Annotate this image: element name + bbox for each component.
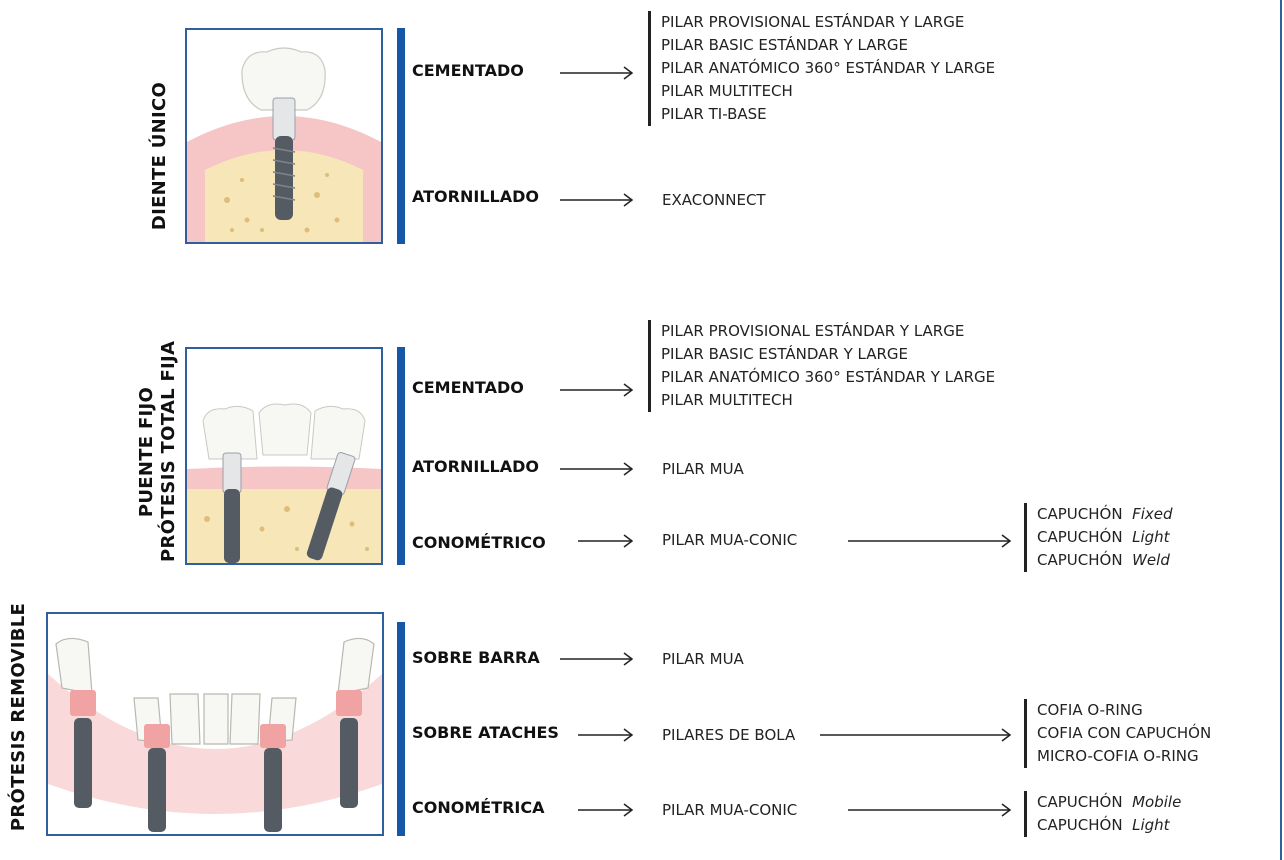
list-item: PILAR PROVISIONAL ESTÁNDAR Y LARGE: [661, 13, 965, 31]
list-item: COFIA CON CAPUCHÓN: [1037, 724, 1212, 742]
section-title-protesis-removible: PRÓTESIS REMOVIBLE: [8, 602, 29, 832]
category-cementado: CEMENTADO: [412, 61, 524, 80]
arrow-right-icon: [560, 462, 634, 476]
section-title-puente-fijo: PUENTE FIJO PRÓTESIS TOTAL FIJA: [136, 340, 180, 562]
item-exaconnect: EXACONNECT: [662, 191, 766, 209]
attachment-list: COFIA O-RING COFIA CON CAPUCHÓN MICRO-CO…: [1024, 699, 1211, 768]
abutment-list: PILAR PROVISIONAL ESTÁNDAR Y LARGE PILAR…: [648, 320, 995, 412]
section-title-line: PRÓTESIS TOTAL FIJA: [158, 340, 179, 562]
removable-prosthesis-illustration: [48, 637, 382, 832]
list-item: CAPUCHÓN Light: [1037, 816, 1170, 834]
page-border-right: [1280, 0, 1282, 860]
list-item: PILAR MULTITECH: [661, 82, 793, 100]
illustration-removable-prosthesis: [46, 612, 384, 836]
cap-list: CAPUCHÓN Fixed CAPUCHÓN Light CAPUCHÓN W…: [1024, 503, 1173, 572]
list-item: CAPUCHÓN Fixed: [1037, 505, 1173, 523]
arrow-right-icon: [820, 728, 1012, 742]
list-item: PILAR ANATÓMICO 360° ESTÁNDAR Y LARGE: [661, 59, 996, 77]
item-pilar-mua-conic: PILAR MUA-CONIC: [662, 531, 798, 549]
list-item: PILAR TI-BASE: [661, 105, 767, 123]
fixed-bridge-illustration: [187, 403, 381, 563]
category-sobre-ataches: SOBRE ATACHES: [412, 723, 559, 742]
list-item: PILAR ANATÓMICO 360° ESTÁNDAR Y LARGE: [661, 368, 996, 386]
list-item: CAPUCHÓN Mobile: [1037, 793, 1182, 811]
item-pilar-mua-conic: PILAR MUA-CONIC: [662, 801, 798, 819]
arrow-right-icon: [560, 383, 634, 397]
illustration-single-tooth: [185, 28, 383, 244]
section-3-divider: [397, 622, 405, 836]
arrow-right-icon: [578, 534, 634, 548]
list-item: COFIA O-RING: [1037, 701, 1143, 719]
list-item: PILAR BASIC ESTÁNDAR Y LARGE: [661, 345, 908, 363]
category-atornillado: ATORNILLADO: [412, 187, 539, 206]
category-atornillado: ATORNILLADO: [412, 457, 539, 476]
arrow-right-icon: [848, 534, 1012, 548]
list-item: PILAR BASIC ESTÁNDAR Y LARGE: [661, 36, 908, 54]
section-title-line: PUENTE FIJO: [136, 386, 157, 518]
item-pilar-mua: PILAR MUA: [662, 650, 744, 668]
abutment-list: PILAR PROVISIONAL ESTÁNDAR Y LARGE PILAR…: [648, 11, 995, 126]
arrow-right-icon: [560, 193, 634, 207]
list-item: PILAR PROVISIONAL ESTÁNDAR Y LARGE: [661, 322, 965, 340]
list-item: MICRO-COFIA O-RING: [1037, 747, 1199, 765]
category-conometrica: CONOMÉTRICA: [412, 798, 545, 817]
item-pilares-de-bola: PILARES DE BOLA: [662, 726, 796, 744]
arrow-right-icon: [578, 728, 634, 742]
category-sobre-barra: SOBRE BARRA: [412, 648, 540, 667]
arrow-right-icon: [578, 803, 634, 817]
illustration-fixed-bridge: [185, 347, 383, 565]
section-1-divider: [397, 28, 405, 244]
item-pilar-mua: PILAR MUA: [662, 460, 744, 478]
section-title-diente-unico: DIENTE ÚNICO: [149, 81, 170, 231]
arrow-right-icon: [560, 66, 634, 80]
category-conometrico: CONOMÉTRICO: [412, 533, 546, 552]
cap-list: CAPUCHÓN Mobile CAPUCHÓN Light: [1024, 791, 1181, 837]
single-tooth-implant-illustration: [187, 47, 381, 242]
arrow-right-icon: [848, 803, 1012, 817]
section-2-divider: [397, 347, 405, 565]
list-item: CAPUCHÓN Light: [1037, 528, 1170, 546]
list-item: CAPUCHÓN Weld: [1037, 551, 1170, 569]
list-item: PILAR MULTITECH: [661, 391, 793, 409]
category-cementado: CEMENTADO: [412, 378, 524, 397]
arrow-right-icon: [560, 652, 634, 666]
